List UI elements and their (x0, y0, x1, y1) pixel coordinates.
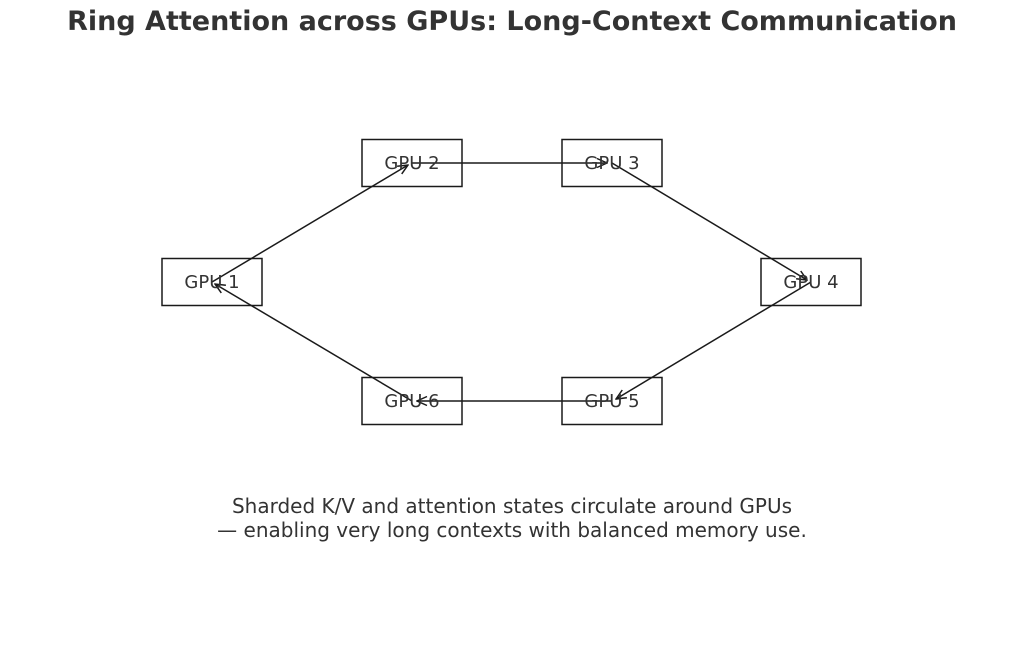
ring-edge-gpu6-to-gpu1 (215, 284, 413, 402)
gpu-node-label: GPU 2 (384, 153, 439, 174)
gpu-node-label: GPU 5 (584, 391, 639, 412)
gpu-node-4: GPU 4 (760, 257, 862, 307)
gpu-nodes: GPU 1 GPU 2 GPU 3 GPU 4 GPU 5 GPU 6 (161, 138, 862, 426)
ring-edges (211, 162, 812, 402)
gpu-node-box (561, 376, 663, 426)
gpu-node-box (361, 138, 463, 188)
caption-line-2: — enabling very long contexts with balan… (217, 518, 807, 542)
gpu-node-3: GPU 3 (561, 138, 663, 188)
diagram-caption: Sharded K/V and attention states circula… (0, 494, 1024, 542)
gpu-node-label: GPU 1 (184, 272, 239, 293)
gpu-node-box (161, 257, 263, 307)
gpu-node-1: GPU 1 (161, 257, 263, 307)
diagram-title: Ring Attention across GPUs: Long-Context… (67, 6, 957, 37)
ring-edge-gpu1-to-gpu2 (211, 165, 408, 283)
gpu-node-label: GPU 3 (584, 153, 639, 174)
gpu-node-label: GPU 6 (384, 391, 439, 412)
gpu-node-box (361, 376, 463, 426)
caption-line-1: Sharded K/V and attention states circula… (231, 494, 793, 518)
ring-edge-gpu3-to-gpu4 (611, 162, 807, 280)
gpu-node-box (561, 138, 663, 188)
gpu-node-2: GPU 2 (361, 138, 463, 188)
ring-edge-gpu4-to-gpu5 (616, 281, 812, 399)
gpu-node-5: GPU 5 (561, 376, 663, 426)
gpu-node-6: GPU 6 (361, 376, 463, 426)
gpu-node-box (760, 257, 862, 307)
gpu-node-label: GPU 4 (783, 272, 838, 293)
